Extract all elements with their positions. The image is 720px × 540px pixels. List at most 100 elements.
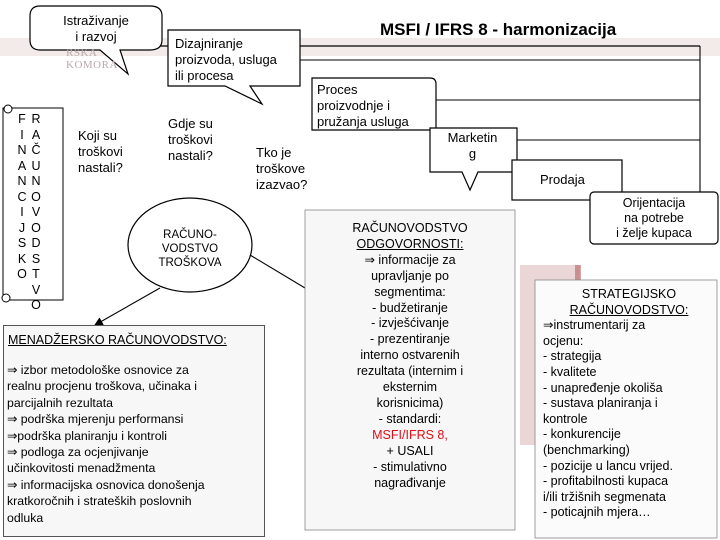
research-box: Istraživanje i razvoj [35, 13, 157, 45]
left-column-frame [2, 107, 64, 301]
management-line: učinkovitosti menadžmenta [7, 461, 156, 476]
strategic-line: ocjenu: [543, 333, 584, 348]
vertical-letter: I [20, 127, 24, 142]
customer-line: na potrebe [624, 211, 684, 225]
vertical-letter: O [17, 267, 27, 281]
responsibility-line: + USALI [386, 443, 434, 458]
arrow-oval-to-management [94, 287, 161, 326]
management-line: ⇒podrška planiranju i kontroli [7, 428, 167, 443]
vertical-letter: C [17, 189, 27, 204]
strategic-heading: STRATEGIJSKO [581, 287, 677, 301]
strategic-line: - poticajnih mjera… [543, 505, 651, 520]
vertical-letter: V [31, 282, 41, 297]
left-column-bottom-ring [1, 293, 11, 303]
design-line: proizvoda, usluga [175, 52, 277, 67]
vertical-letter: A [17, 158, 27, 173]
vertical-letter: R [31, 112, 41, 126]
vertical-letter: N [17, 143, 27, 157]
cost-accounting-oval-shape [127, 197, 253, 293]
management-line: ⇒ izbor metodološke osnovice za [7, 363, 189, 377]
strategic-line: - kvalitete [543, 364, 597, 379]
production-box-shape [311, 77, 437, 131]
management-line: realnu procjenu troškova, učinaka i [7, 379, 198, 394]
design-line: Dizajniranje [175, 36, 243, 51]
management-accounting-panel: MENADŽERSKO RAČUNOVODSTVO: ⇒ izbor metod… [3, 325, 265, 537]
vertical-letter: O [31, 189, 41, 204]
strategic-line: - unapređenje okoliša [543, 380, 663, 395]
question-line: Tko je [256, 145, 292, 160]
production-line: pružanja usluga [317, 114, 409, 129]
customer-box-shape [589, 191, 719, 245]
strategic-line: - konkurencije [543, 427, 621, 442]
vertical-letter: D [31, 236, 41, 250]
responsibility-line: interno ostvarenih [360, 348, 460, 363]
question-line: Gdje su [168, 116, 213, 131]
responsibility-line: - budžetiranje [372, 300, 448, 315]
responsibility-line: - prezentiranje [370, 332, 450, 347]
question-which-costs: Koji su troškovi nastali? [78, 128, 123, 176]
customer-line: Orijentacija [622, 196, 686, 210]
oval-line: VODSTVO [161, 243, 219, 255]
oval-line: TROŠKOVA [158, 257, 222, 269]
strategic-line: - profitabilnosti kupaca [543, 474, 669, 489]
responsibility-line: eksternim [382, 380, 438, 395]
design-line: ili procesa [175, 68, 234, 83]
marketing-line: g [468, 146, 477, 161]
strategic-panel-shape [534, 279, 718, 539]
responsibility-panel-shape [304, 209, 516, 531]
strategic-line: - sustava planiranja i [543, 396, 658, 411]
oval-line: RAČUNO- [163, 229, 217, 241]
question-line: troškovi [168, 132, 213, 147]
responsibility-line: - stimulativno [373, 459, 447, 474]
strategic-line: (benchmarking) [543, 442, 630, 457]
research-line: i razvoj [75, 29, 117, 44]
watermark-line1: RSKA [66, 47, 98, 59]
management-line: kratkoročnih i strateških poslovnih [7, 494, 192, 509]
strategic-accounting-panel: STRATEGIJSKO RAČUNOVODSTVO: ⇒instrumenta… [543, 287, 715, 521]
production-line: Proces [317, 82, 358, 97]
question-who-caused: Tko je troškove izazvao? [256, 145, 307, 193]
question-line: nastali? [78, 160, 123, 175]
responsibility-line: - standardi: [378, 411, 442, 426]
vertical-letter: N [17, 174, 27, 188]
page-title: MSFI / IFRS 8 - harmonizacija [380, 20, 617, 39]
vertical-letter: U [31, 158, 41, 173]
vertical-letter: S [17, 236, 27, 250]
vertical-letter: I [20, 205, 24, 219]
responsibility-line: segmentima: [374, 284, 446, 299]
vertical-letter: T [32, 267, 40, 281]
sales-box: Prodaja [540, 172, 585, 187]
vertical-letter: O [31, 220, 41, 235]
research-line: Istraživanje [63, 13, 129, 28]
responsibility-line: upravljanje po [371, 268, 449, 283]
responsibility-heading: ODGOVORNOSTI: [356, 236, 464, 251]
strategic-line: - pozicije u lancu vrijed. [543, 458, 673, 473]
vertical-letter: F [18, 112, 26, 126]
production-box: Proces proizvodnje i pružanja usluga [317, 82, 409, 130]
strategic-line: ⇒instrumentarij za [543, 318, 646, 333]
vertical-letter: N [31, 174, 41, 188]
responsibility-line: ⇒ informacije za [364, 252, 456, 267]
watermark-chamber: RSKA KOMORA [66, 47, 118, 71]
responsibility-line: - izvješćivanje [371, 316, 449, 331]
customer-box: Orijentacija na potrebe i želje kupaca [592, 196, 716, 241]
marketing-line: Marketin [447, 130, 498, 145]
watermark-line2: KOMORA [66, 59, 118, 71]
question-line: Koji su [78, 128, 118, 143]
research-box-shape [29, 5, 163, 76]
vertical-letter: S [31, 251, 41, 266]
strategic-line: i/ili tržišnih segmenata [543, 489, 666, 504]
strategic-heading: RAČUNOVODSTVO: [569, 302, 689, 317]
management-heading: MENADŽERSKO RAČUNOVODSTVO: [8, 333, 227, 347]
responsibility-accounting-panel: RAČUNOVODSTVO ODGOVORNOSTI: ⇒ informacij… [315, 221, 505, 491]
sales-box-shape [511, 159, 623, 201]
responsibility-heading: RAČUNOVODSTVO [352, 221, 468, 235]
strategic-line: - strategija [543, 349, 602, 364]
vertical-letter: J [18, 220, 26, 235]
